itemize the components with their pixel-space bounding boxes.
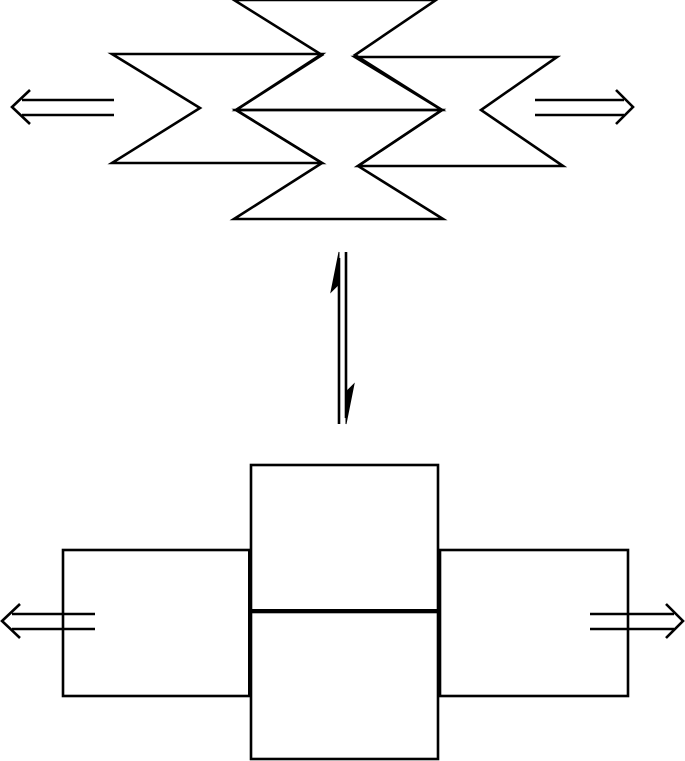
double-line-arrow-left-icon — [10, 89, 114, 125]
center-upper-block — [249, 463, 440, 613]
bottom-block-assembly — [0, 463, 685, 761]
zigzag-center-lower-piece — [229, 108, 448, 221]
center-lower-block — [249, 610, 440, 761]
top-zigzag-assembly — [10, 0, 635, 221]
right-block — [438, 548, 630, 698]
zigzag-right-piece — [350, 55, 568, 168]
double-line-arrow-left-icon — [0, 603, 95, 639]
left-block — [61, 548, 252, 698]
zigzag-left-piece — [107, 52, 327, 165]
double-line-arrow-right-icon — [590, 603, 685, 639]
double-line-arrow-right-icon — [535, 89, 635, 125]
equilibrium-harpoon-icon — [330, 251, 355, 425]
